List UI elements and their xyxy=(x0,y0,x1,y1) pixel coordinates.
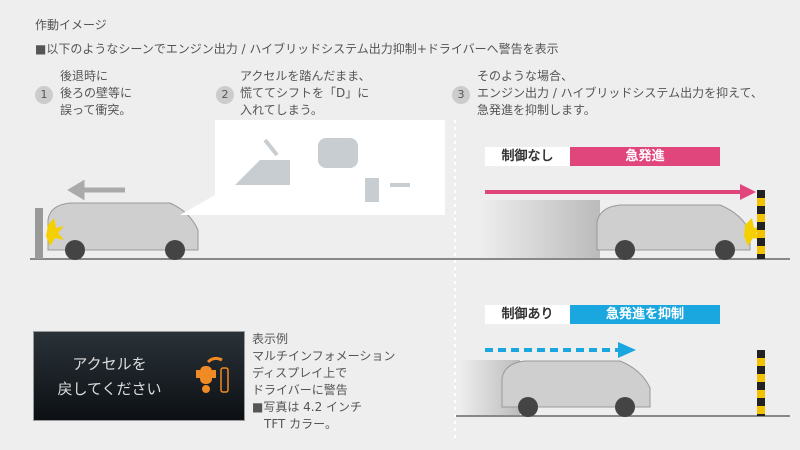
step-2-text: アクセルを踏んだまま、 慌ててシフトを「D」に 入れてしまう。 xyxy=(240,68,371,119)
step-line: 慌ててシフトを「D」に xyxy=(240,86,370,100)
step-line: 後退時に xyxy=(60,69,109,83)
step-line: エンジン出力 / ハイブリッドシステム出力を抑えて、 xyxy=(477,86,763,100)
impact-icon xyxy=(46,218,64,246)
step-3-text: そのような場合、 エンジン出力 / ハイブリッドシステム出力を抑えて、 急発進を… xyxy=(477,68,763,119)
wall-icon xyxy=(35,208,43,259)
sudden-start-label: 急発進 xyxy=(570,147,720,166)
car-icon xyxy=(501,360,651,417)
step-line: そのような場合、 xyxy=(477,69,574,83)
reverse-arrow-icon xyxy=(67,179,125,201)
display-line: アクセルを xyxy=(72,355,147,373)
multi-info-display: アクセルを 戻してください xyxy=(33,331,245,421)
info-line: 表示例 xyxy=(252,332,289,346)
step-1-text: 後退時に 後ろの壁等に 誤って衝突。 xyxy=(60,68,132,119)
step-3-number: 3 xyxy=(452,86,470,104)
page-title: 作動イメージ xyxy=(35,18,107,32)
step-line: 誤って衝突。 xyxy=(60,103,132,117)
info-line: TFT カラー。 xyxy=(252,417,338,431)
step-line: 入れてしまう。 xyxy=(240,103,323,117)
display-line: 戻してください xyxy=(57,380,162,398)
step-line: 急発進を抑制します。 xyxy=(477,103,596,117)
step-2-number: 2 xyxy=(216,86,234,104)
info-line: マルチインフォメーション xyxy=(252,349,396,363)
suppression-label: 急発進を抑制 xyxy=(570,305,720,324)
foot-pedal-icon xyxy=(235,160,290,185)
shift-hand-icon xyxy=(318,138,358,168)
info-line: ドライバーに警告 xyxy=(252,383,348,397)
no-control-label: 制御なし xyxy=(485,147,570,166)
subtitle: ■以下のようなシーンでエンジン出力 / ハイブリッドシステム出力抑制+ドライバー… xyxy=(35,42,559,56)
step-line: 後ろの壁等に xyxy=(60,86,133,100)
display-message: アクセルを 戻してください xyxy=(42,352,177,402)
info-line: ディスプレイ上で xyxy=(252,366,348,380)
illustration-bubble xyxy=(180,120,445,215)
car-icon xyxy=(596,204,751,260)
car-icon xyxy=(47,202,199,260)
accelerator-release-icon xyxy=(196,356,229,393)
step-line: アクセルを踏んだまま、 xyxy=(240,69,371,83)
with-control-label: 制御あり xyxy=(485,305,570,324)
display-example-info: 表示例 マルチインフォメーション ディスプレイ上で ドライバーに警告 ■写真は … xyxy=(252,331,395,433)
pole-icon xyxy=(757,190,765,259)
pole-icon xyxy=(757,350,765,416)
step-1-number: 1 xyxy=(35,86,53,104)
info-line: ■写真は 4.2 インチ xyxy=(252,400,363,414)
